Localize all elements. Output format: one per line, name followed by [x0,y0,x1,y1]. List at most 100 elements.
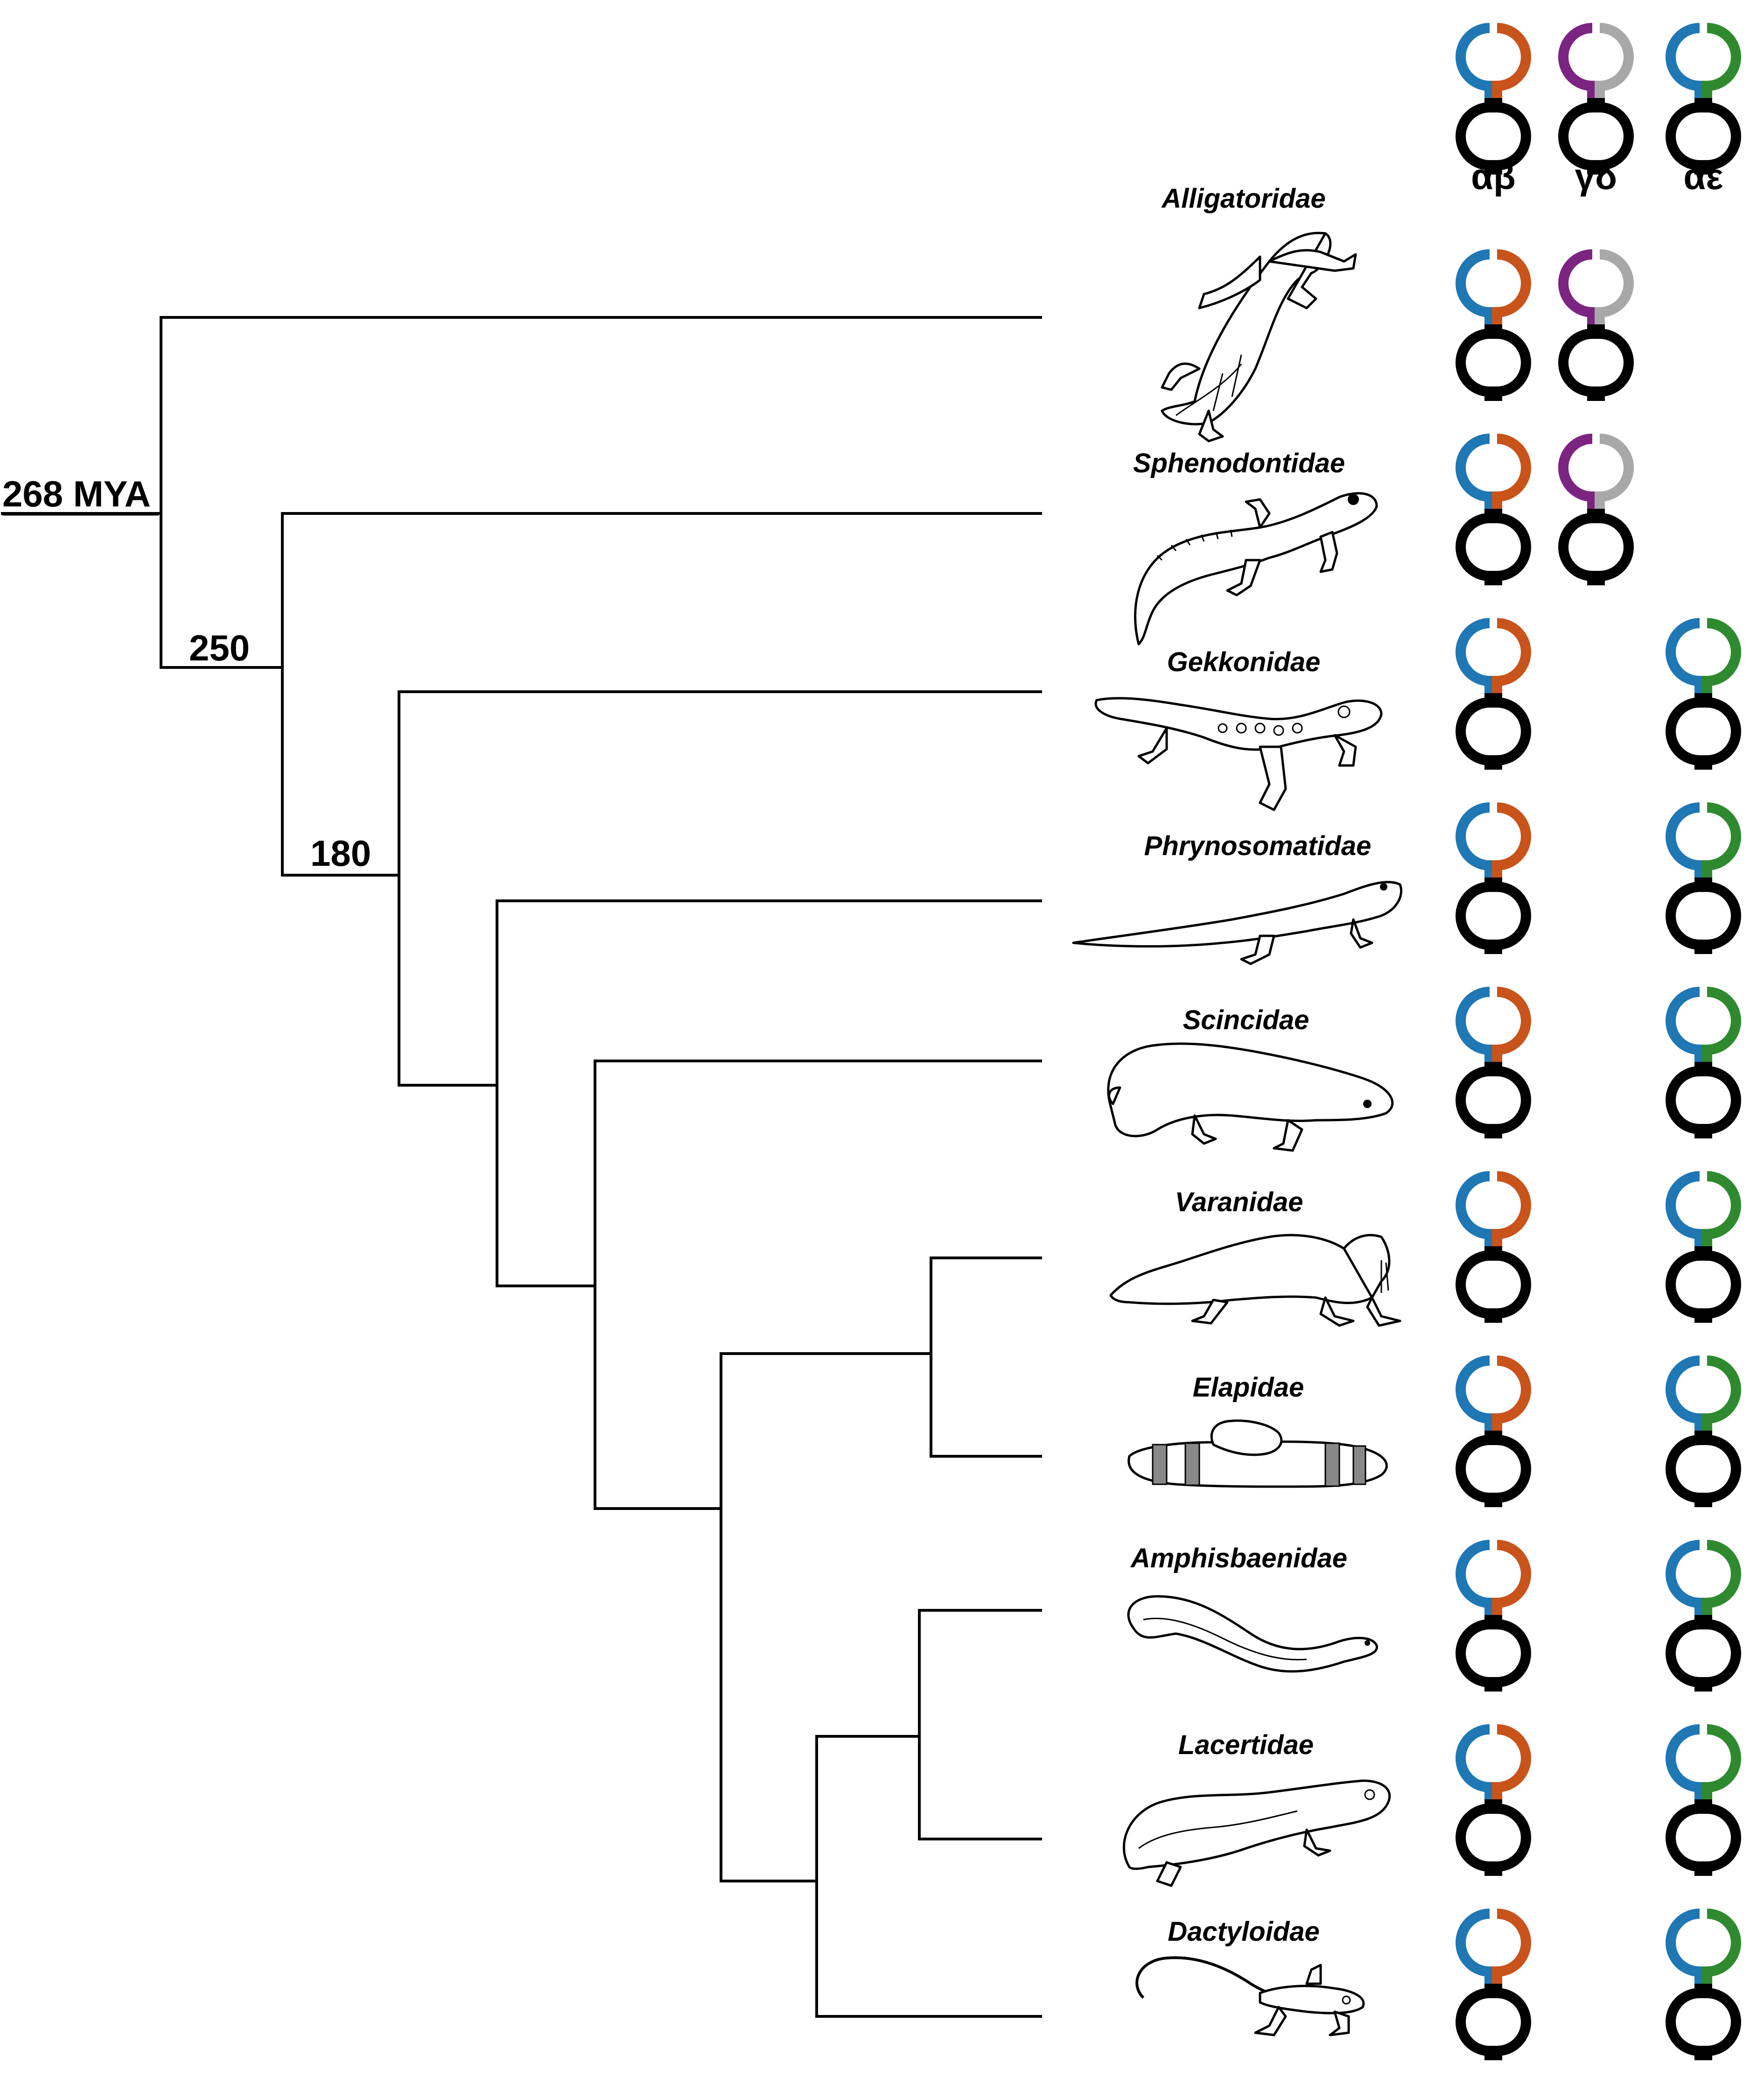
glyph-elapidae-ab [1456,1355,1531,1507]
glyph-upper-left-chain [1456,434,1495,509]
glyph-upper-left-chain [1456,249,1495,324]
glyph-amphisbaenidae-ab [1456,1540,1531,1692]
glyph-upper-right-chain [1702,1724,1741,1799]
glyph-lower-left-chain [1456,1431,1495,1507]
glyph-lower-left-chain [1666,693,1705,770]
glyph-upper-left-chain [1456,1909,1495,1984]
taxon-label-phrynosomatidae: Phrynosomatidae [1144,831,1372,861]
gecko-illustration [1094,697,1383,811]
glyph-lower-right-chain [1492,1431,1531,1507]
phrynosomatid-illustration [1072,881,1403,965]
glyph-upper-right-chain [1492,1540,1531,1615]
glyph-upper-left-chain [1456,1540,1495,1615]
glyph-dactyloidae-ab [1456,1909,1531,2060]
glyph-upper-left-chain [1456,802,1495,878]
glyph-lower-left-chain [1666,1799,1705,1876]
glyph-scincidae-ab [1456,987,1531,1138]
node-age-250: 250 [189,627,250,668]
glyph-upper-left-chain [1456,1355,1495,1431]
phylogenetic-tree: 268 MYA 250 180 [1,316,1042,2018]
glyph-upper-right-chain [1492,249,1531,324]
lacertid-illustration [1122,1779,1391,1887]
glyph-upper-right-chain [1702,987,1741,1062]
column-label-ae: αε [1684,156,1723,197]
glyph-lower-left-chain [1456,1615,1495,1692]
glyph-lower-left-chain [1666,1615,1705,1692]
glyph-upper-left-chain [1456,618,1495,693]
tuatara-illustration [1134,492,1378,646]
taxon-label-gekkonidae: Gekkonidae [1167,647,1321,677]
glyph-upper-right-chain [1492,1724,1531,1799]
glyph-lower-left-chain [1456,1062,1495,1138]
glyph-alligatoridae-gd [1558,249,1634,401]
glyph-upper-right-chain [1492,802,1531,878]
anole-illustration [1135,1956,1365,2036]
glyph-upper-right-chain [1702,618,1741,693]
glyph-alligatoridae-ab [1456,249,1531,401]
glyph-lower-left-chain [1666,878,1705,954]
glyph-upper-left-chain [1456,23,1495,98]
glyph-lower-left-chain [1456,878,1495,954]
glyph-lower-right-chain [1492,1615,1531,1692]
glyph-gekkonidae-ae [1666,618,1741,770]
glyph-amphisbaenidae-ae [1666,1540,1741,1692]
glyph-upper-left-chain [1666,1355,1705,1431]
glyph-elapidae-ae [1666,1355,1741,1507]
monitor-illustration [1109,1234,1401,1327]
glyph-lower-right-chain [1702,693,1741,770]
glyph-lacertidae-ab [1456,1724,1531,1876]
glyph-upper-right-chain [1702,1355,1741,1431]
taxon-label-dactyloidae: Dactyloidae [1168,1916,1320,1947]
glyph-upper-left-chain [1666,1724,1705,1799]
glyph-lower-left-chain [1558,98,1597,175]
glyph-upper-left-chain [1456,987,1495,1062]
receptor-glyph-matrix [1456,249,1741,2060]
snake-illustration [1127,1419,1388,1488]
taxon-label-scincidae: Scincidae [1183,1005,1309,1035]
glyph-lower-right-chain [1492,324,1531,401]
glyph-upper-right-chain [1595,249,1634,324]
glyph-lower-left-chain [1456,509,1495,585]
glyph-lower-right-chain [1492,1799,1531,1876]
glyph-lower-left-chain [1666,1246,1705,1323]
glyph-upper-left-chain [1666,23,1705,98]
glyph-lower-right-chain [1702,1799,1741,1876]
alligator-illustration [1161,232,1357,442]
glyph-lower-left-chain [1558,509,1597,585]
node-age-180: 180 [310,833,371,874]
glyph-varanidae-ae [1666,1171,1741,1323]
glyph-lower-left-chain [1456,1799,1495,1876]
glyph-lower-right-chain [1702,1431,1741,1507]
glyph-upper-right-chain [1702,1171,1741,1246]
column-label-gd: γδ [1575,156,1617,197]
glyph-lower-right-chain [1492,98,1531,175]
glyph-upper-right-chain [1702,23,1741,98]
glyph-upper-left-chain [1456,1724,1495,1799]
glyph-lower-right-chain [1702,1246,1741,1323]
taxon-label-alligatoridae: Alligatoridae [1161,183,1325,214]
glyph-upper-right-chain [1702,802,1741,878]
glyph-sphenodontidae-gd [1558,434,1634,585]
glyph-lower-right-chain [1702,1615,1741,1692]
taxon-label-amphisbaenidae: Amphisbaenidae [1130,1543,1347,1573]
glyph-upper-left-chain [1456,1171,1495,1246]
glyph-lower-right-chain [1595,98,1634,175]
header-glyph-gd [1558,23,1634,175]
glyph-lower-left-chain [1666,98,1705,175]
animal-illustrations [1072,232,1403,2036]
glyph-lower-right-chain [1492,1246,1531,1323]
glyph-phrynosomatidae-ab [1456,802,1531,954]
glyph-upper-right-chain [1595,23,1634,98]
glyph-upper-right-chain [1702,1909,1741,1984]
taxon-label-sphenodontidae: Sphenodontidae [1133,448,1345,478]
glyph-lower-left-chain [1666,1062,1705,1138]
glyph-scincidae-ae [1666,987,1741,1138]
glyph-lower-right-chain [1492,509,1531,585]
taxon-label-varanidae: Varanidae [1175,1187,1303,1217]
glyph-lower-right-chain [1702,878,1741,954]
glyph-lower-right-chain [1702,1984,1741,2060]
glyph-upper-right-chain [1492,987,1531,1062]
glyph-varanidae-ab [1456,1171,1531,1323]
glyph-lower-left-chain [1456,98,1495,175]
